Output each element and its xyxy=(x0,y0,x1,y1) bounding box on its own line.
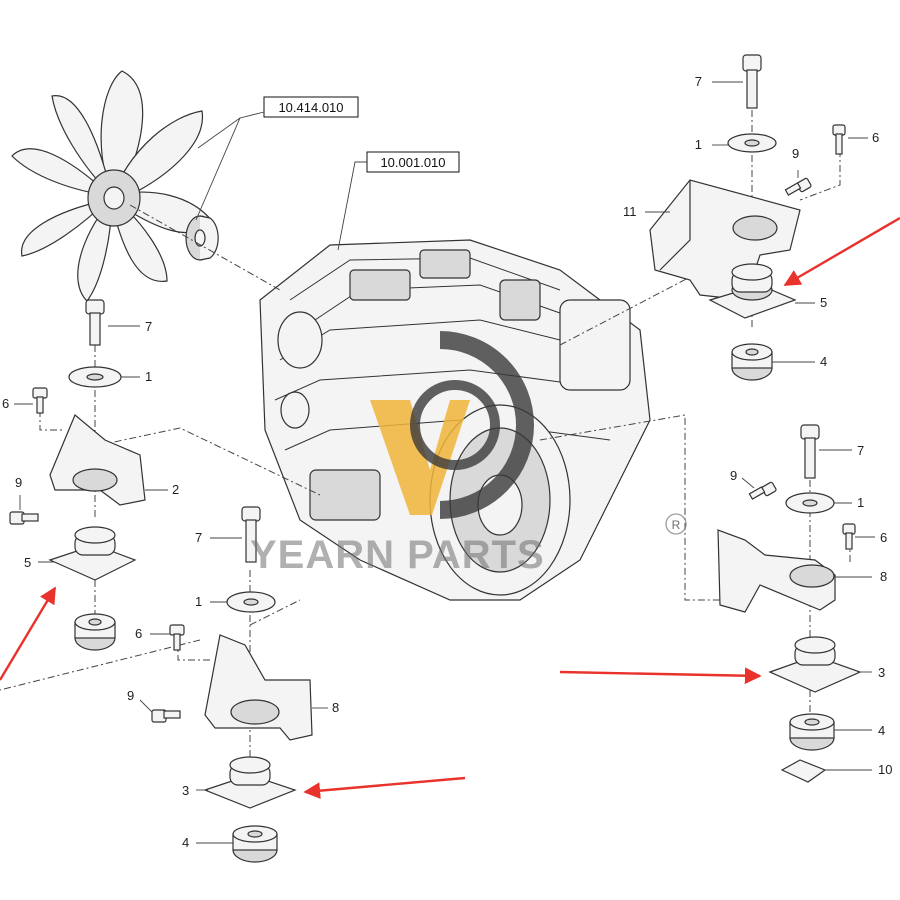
svg-text:4: 4 xyxy=(182,835,189,850)
right-mount-assembly: 7 1 6 9 8 3 4 10 xyxy=(717,424,892,783)
svg-text:9: 9 xyxy=(730,468,737,483)
svg-text:1: 1 xyxy=(145,369,152,384)
mount-5-tr xyxy=(708,263,797,319)
washer-1-left xyxy=(68,366,122,388)
bolt-7-right xyxy=(800,424,820,479)
washer-1-right xyxy=(785,492,835,514)
highlight-arrows xyxy=(0,216,900,800)
svg-text:7: 7 xyxy=(857,443,864,458)
svg-text:3: 3 xyxy=(878,665,885,680)
bolt-9-left xyxy=(9,511,39,525)
svg-text:9: 9 xyxy=(15,475,22,490)
company-logo xyxy=(370,331,534,519)
svg-text:R: R xyxy=(672,518,681,532)
left-mount-assembly: 7 1 6 9 2 5 xyxy=(2,299,179,651)
svg-text:YEARN PARTS: YEARN PARTS xyxy=(250,533,545,577)
svg-text:6: 6 xyxy=(880,530,887,545)
bolt-6-tr xyxy=(832,124,846,155)
bracket-2 xyxy=(49,414,146,506)
svg-text:5: 5 xyxy=(820,295,827,310)
plate-10 xyxy=(780,759,827,783)
svg-text:4: 4 xyxy=(878,723,885,738)
bolt-6-left xyxy=(32,387,48,414)
washer-1-tr xyxy=(727,133,777,153)
spacer-4-tr xyxy=(731,343,773,381)
svg-text:1: 1 xyxy=(195,594,202,609)
mount-3-right xyxy=(768,636,862,693)
bolt-9-mid xyxy=(151,709,181,723)
top-right-mount-assembly: 7 1 6 9 11 5 4 xyxy=(623,54,879,381)
bolt-9-tr xyxy=(784,177,812,196)
fan-icon xyxy=(11,70,219,302)
ref-box-fan: 10.414.010 xyxy=(195,96,359,221)
mount-5-left xyxy=(48,526,137,581)
svg-text:6: 6 xyxy=(2,396,9,411)
bolt-7-tr xyxy=(742,54,762,109)
spacer-4-left xyxy=(74,613,116,651)
svg-text:9: 9 xyxy=(792,146,799,161)
svg-text:8: 8 xyxy=(880,569,887,584)
svg-text:1: 1 xyxy=(695,137,702,152)
svg-text:9: 9 xyxy=(127,688,134,703)
svg-text:10.001.010: 10.001.010 xyxy=(380,155,445,170)
svg-text:11: 11 xyxy=(623,204,637,219)
watermark: YEARN PARTS R xyxy=(250,513,687,577)
svg-text:7: 7 xyxy=(695,74,702,89)
svg-text:6: 6 xyxy=(872,130,879,145)
washer-1-mid xyxy=(226,591,276,613)
bolt-6-right xyxy=(842,523,856,550)
svg-text:7: 7 xyxy=(195,530,202,545)
svg-text:3: 3 xyxy=(182,783,189,798)
svg-text:4: 4 xyxy=(820,354,827,369)
mount-3-mid xyxy=(203,756,297,809)
bolt-7-left xyxy=(85,299,105,346)
svg-text:10.414.010: 10.414.010 xyxy=(278,100,343,115)
ref-box-engine: 10.001.010 xyxy=(337,151,460,251)
bolt-7-mid xyxy=(241,506,261,563)
bracket-8-right xyxy=(717,529,836,613)
bolt-6-mid xyxy=(169,624,185,651)
bracket-11 xyxy=(649,179,801,301)
svg-text:8: 8 xyxy=(332,700,339,715)
svg-text:5: 5 xyxy=(24,555,31,570)
spacer-4-right xyxy=(789,713,835,751)
bracket-8-mid xyxy=(204,634,313,741)
middle-mount-assembly: 7 1 6 9 8 3 4 xyxy=(127,506,339,863)
svg-text:6: 6 xyxy=(135,626,142,641)
svg-text:10: 10 xyxy=(878,762,892,777)
svg-text:2: 2 xyxy=(172,482,179,497)
svg-text:1: 1 xyxy=(857,495,864,510)
spacer-4-mid xyxy=(232,825,278,863)
bolt-9-right xyxy=(748,481,777,500)
svg-text:7: 7 xyxy=(145,319,152,334)
